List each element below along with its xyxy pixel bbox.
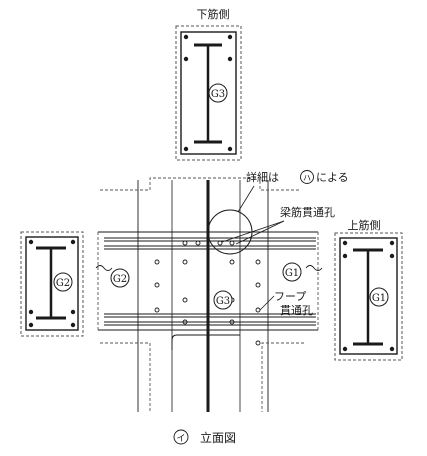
top-bar-side-label: 上筋側 [348, 218, 381, 232]
detail-reference-marker: ハ [303, 174, 311, 183]
break-mark [95, 265, 113, 271]
beam-mark-circle [213, 290, 233, 310]
figure-caption: イ 立面図 [173, 429, 236, 445]
detail-marker-circle [300, 170, 314, 184]
rebar-dot [342, 253, 348, 259]
column-dashed-outline-bottom-right [261, 342, 304, 412]
bar-hole [217, 240, 223, 246]
section-g3-top: 下筋側 G3 [175, 7, 242, 161]
bar-hole [255, 340, 261, 346]
leader-line [259, 295, 275, 311]
rebar-dot [28, 309, 34, 315]
section-g2-left: G2 [20, 231, 84, 337]
bar-hole [154, 259, 160, 265]
bar-hole [229, 259, 235, 265]
callouts: 詳細は ハ による 梁筋貫通孔 フープ 貫通孔 [221, 170, 349, 317]
section-g2-dashed-outline [20, 231, 84, 337]
column-dashed-outline-top [100, 177, 300, 191]
bar-hole [182, 319, 188, 325]
bar-hole [255, 259, 261, 265]
beam-mark-circle [53, 272, 73, 292]
detail-reference-prefix: 詳細は [246, 170, 279, 184]
bar-hole [195, 240, 201, 246]
beam-mark-g2-elevation: G2 [113, 274, 127, 285]
rebar-dot [70, 309, 76, 315]
rebar-dot [389, 240, 395, 246]
section-g1-right: 上筋側 G1 [334, 218, 403, 361]
rebar-dot [183, 56, 189, 62]
rebar-dot [342, 240, 348, 246]
caption-title: 立面図 [200, 430, 236, 445]
beam-mark-g2-left: G2 [56, 278, 70, 289]
rebar-dot [183, 34, 189, 40]
rebar-dot [227, 34, 233, 40]
detail-reference-suffix: による [316, 171, 349, 184]
bar-hole [229, 319, 235, 325]
beam-mark-circle [369, 287, 389, 307]
bar-hole [182, 240, 188, 246]
bar-hole [229, 240, 235, 246]
beam-mark-g1-right: G1 [372, 293, 386, 304]
bar-hole [154, 307, 160, 313]
beam-mark-g1-elevation: G1 [285, 268, 299, 279]
rebar-dot [70, 239, 76, 245]
break-mark [305, 265, 323, 271]
hoop-label-line1: フープ [274, 290, 306, 303]
bar-hole [154, 282, 160, 288]
column-dashed-outline-bottom [100, 342, 151, 412]
hoop-bar [171, 334, 240, 350]
beam-bar-hole-label: 梁筋貫通孔 [280, 205, 335, 219]
beam-mark-g3-elevation: G3 [216, 296, 230, 307]
beam-mark-g3-top: G3 [211, 89, 225, 100]
beam-mark-circle [208, 83, 228, 103]
bar-hole [182, 297, 188, 303]
rebar-dot [389, 346, 395, 352]
section-g3-concrete [180, 31, 237, 155]
rebar-dot [70, 322, 76, 328]
beam-mark-circle [282, 262, 302, 282]
caption-marker: イ [176, 434, 185, 444]
rebar-dot [389, 253, 395, 259]
section-g3-dashed-outline [175, 25, 242, 161]
caption-marker-circle [173, 429, 189, 445]
joint-elevation: G2 G3 G1 [95, 177, 323, 412]
bar-hole [255, 307, 261, 313]
rebar-dot [227, 56, 233, 62]
bottom-bar-side-label: 下筋側 [197, 7, 230, 21]
section-g1-dashed-outline [334, 232, 403, 361]
rebar-dot [342, 346, 348, 352]
rebar-dot [28, 322, 34, 328]
leader-line [235, 220, 285, 245]
hoop-label-line2: 貫通孔 [280, 304, 313, 317]
rebar-dot [28, 239, 34, 245]
section-g2-concrete [25, 236, 79, 331]
bar-hole [255, 282, 261, 288]
rebar-dot [183, 146, 189, 152]
beam-mark-circle [110, 268, 130, 288]
rebar-dot [227, 146, 233, 152]
leader-line [237, 185, 255, 213]
bar-hole [182, 259, 188, 265]
leader-line [221, 220, 285, 243]
section-g1-concrete [339, 237, 398, 355]
